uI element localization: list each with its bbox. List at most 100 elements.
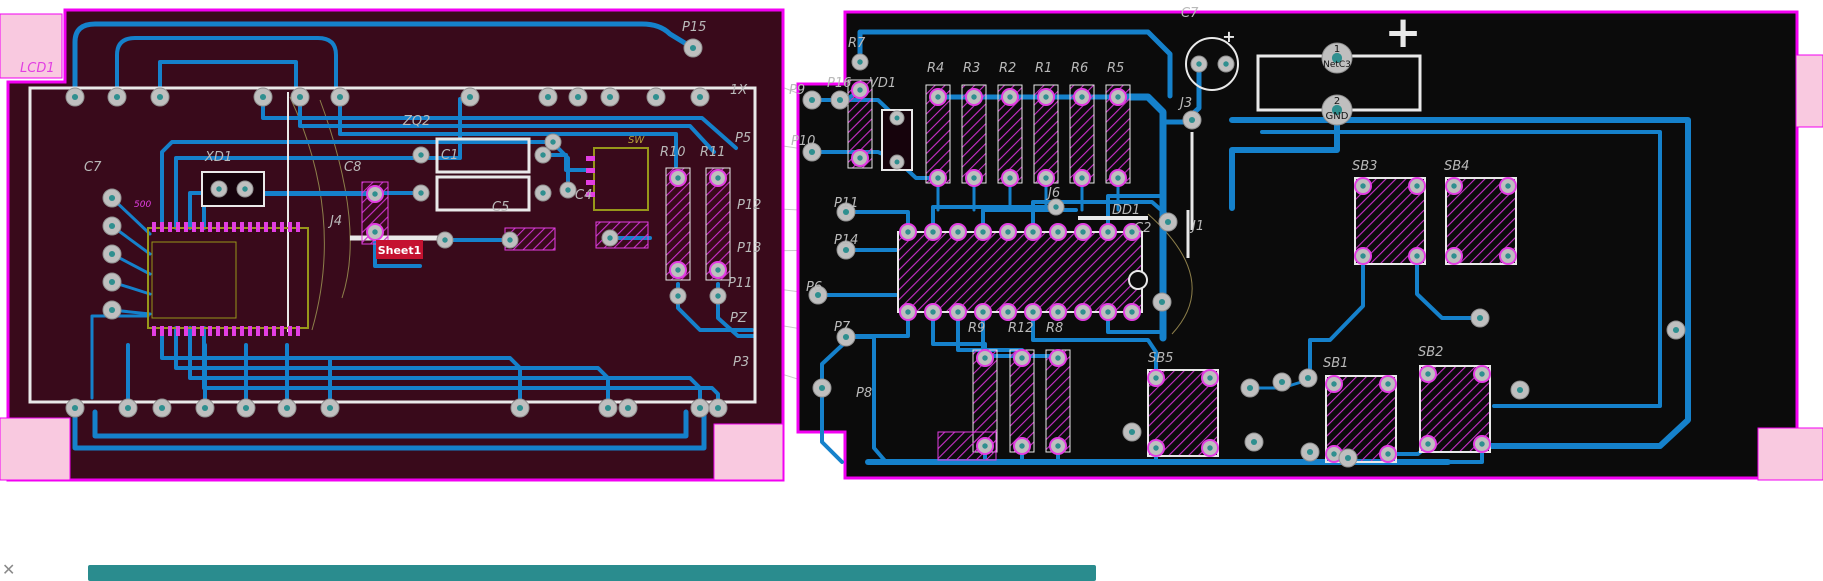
- smd-pin[interactable]: [176, 222, 180, 232]
- smd-pin[interactable]: [586, 180, 595, 185]
- smd-pin[interactable]: [280, 222, 284, 232]
- zq2-outline-c1[interactable]: [435, 137, 531, 174]
- pad-hole: [1278, 378, 1286, 386]
- copper-trace[interactable]: [857, 29, 1173, 99]
- smd-pin[interactable]: [152, 326, 156, 336]
- copper-trace[interactable]: [1031, 200, 1170, 234]
- smd-pin[interactable]: [152, 222, 156, 232]
- label-1: 1: [1334, 44, 1340, 55]
- smd-pin[interactable]: [264, 326, 268, 336]
- smd-pin[interactable]: [192, 222, 196, 232]
- smd-pin[interactable]: [216, 222, 220, 232]
- copper-trace[interactable]: [126, 343, 332, 406]
- smd-pin[interactable]: [288, 222, 292, 232]
- copper-trace[interactable]: [261, 95, 738, 150]
- smd-pin[interactable]: [224, 222, 228, 232]
- r8-footprint[interactable]: [1045, 349, 1071, 453]
- smd-pin[interactable]: [272, 222, 276, 232]
- smd-pin[interactable]: [240, 326, 244, 336]
- smd-pin[interactable]: [216, 326, 220, 336]
- copper-trace[interactable]: [72, 409, 707, 451]
- label-xd1: XD1: [204, 150, 232, 165]
- smd-pin[interactable]: [248, 222, 252, 232]
- smd-pin[interactable]: [280, 326, 284, 336]
- horizontal-scrollbar[interactable]: [88, 565, 1096, 581]
- pad-hole: [1055, 443, 1061, 449]
- smd-pin[interactable]: [232, 326, 236, 336]
- smd-pin[interactable]: [248, 326, 252, 336]
- copper-trace[interactable]: [174, 97, 462, 230]
- smd-pin[interactable]: [296, 222, 300, 232]
- smd-pin[interactable]: [240, 222, 244, 232]
- smd-pin[interactable]: [232, 222, 236, 232]
- pad-hole: [675, 175, 681, 181]
- smd-pin[interactable]: [256, 326, 260, 336]
- copper-trace[interactable]: [1031, 310, 1158, 376]
- pad-hole: [1055, 229, 1061, 235]
- smd-pin[interactable]: [586, 168, 595, 173]
- pad-hole: [1019, 355, 1025, 361]
- smd-pin[interactable]: [288, 326, 292, 336]
- smd-pin[interactable]: [168, 222, 172, 232]
- copper-trace[interactable]: [338, 97, 678, 168]
- smd-pin[interactable]: [192, 326, 196, 336]
- copper-trace[interactable]: [1229, 117, 1691, 449]
- smd-pin[interactable]: [208, 326, 212, 336]
- copper-trace[interactable]: [936, 176, 1120, 212]
- smd-pin[interactable]: [272, 326, 276, 336]
- sheet-badge[interactable]: [376, 240, 423, 259]
- copper-trace[interactable]: [820, 386, 844, 464]
- pad-hole: [1128, 428, 1136, 436]
- pad-hole: [1188, 116, 1196, 124]
- copper-trace[interactable]: [541, 153, 594, 172]
- copper-trace[interactable]: [1260, 130, 1662, 408]
- smd-pin[interactable]: [184, 326, 188, 336]
- zq2-outline-c5[interactable]: [435, 175, 531, 212]
- pad-hole: [544, 93, 552, 101]
- copper-trace[interactable]: [1308, 260, 1365, 378]
- pad-hole: [565, 187, 571, 193]
- c4-ic-body[interactable]: [593, 147, 649, 211]
- label-netc3: NetC3: [1323, 60, 1351, 70]
- label-pz: PZ: [730, 311, 748, 326]
- smd-pin[interactable]: [256, 222, 260, 232]
- smd-pin[interactable]: [264, 222, 268, 232]
- smd-pin[interactable]: [586, 192, 595, 197]
- copper-trace[interactable]: [1415, 260, 1480, 320]
- smd-pin[interactable]: [200, 222, 204, 232]
- copper-trace[interactable]: [92, 409, 689, 439]
- dd1-dip-body[interactable]: [897, 231, 1143, 313]
- smd-pin[interactable]: [296, 326, 300, 336]
- smd-pin[interactable]: [224, 326, 228, 336]
- copper-trace[interactable]: [72, 21, 696, 100]
- pad-hole: [980, 309, 986, 315]
- copper-trace[interactable]: [115, 36, 338, 99]
- pad-hole: [894, 115, 900, 121]
- copper-trace[interactable]: [373, 234, 422, 268]
- pad-hole: [696, 404, 704, 412]
- smd-pin[interactable]: [176, 326, 180, 336]
- smd-pin[interactable]: [160, 326, 164, 336]
- copper-trace[interactable]: [844, 335, 888, 464]
- smd-pin[interactable]: [200, 326, 204, 336]
- copper-trace[interactable]: [298, 97, 716, 154]
- smd-pin[interactable]: [168, 326, 172, 336]
- smd-pin[interactable]: [208, 222, 212, 232]
- label-r4: R4: [927, 61, 944, 76]
- copper-trace[interactable]: [90, 314, 150, 400]
- smd-pin[interactable]: [160, 222, 164, 232]
- copper-trace[interactable]: [188, 326, 702, 406]
- pad-hole: [1207, 375, 1213, 381]
- keepout-region: [0, 13, 63, 79]
- smd-pin[interactable]: [184, 222, 188, 232]
- main-ic-inner[interactable]: [151, 241, 237, 319]
- smd-pin[interactable]: [586, 156, 595, 161]
- pad-hole: [1153, 375, 1159, 381]
- pad-hole: [1079, 175, 1085, 181]
- copper-trace[interactable]: [110, 196, 152, 316]
- copper-trace[interactable]: [158, 60, 298, 99]
